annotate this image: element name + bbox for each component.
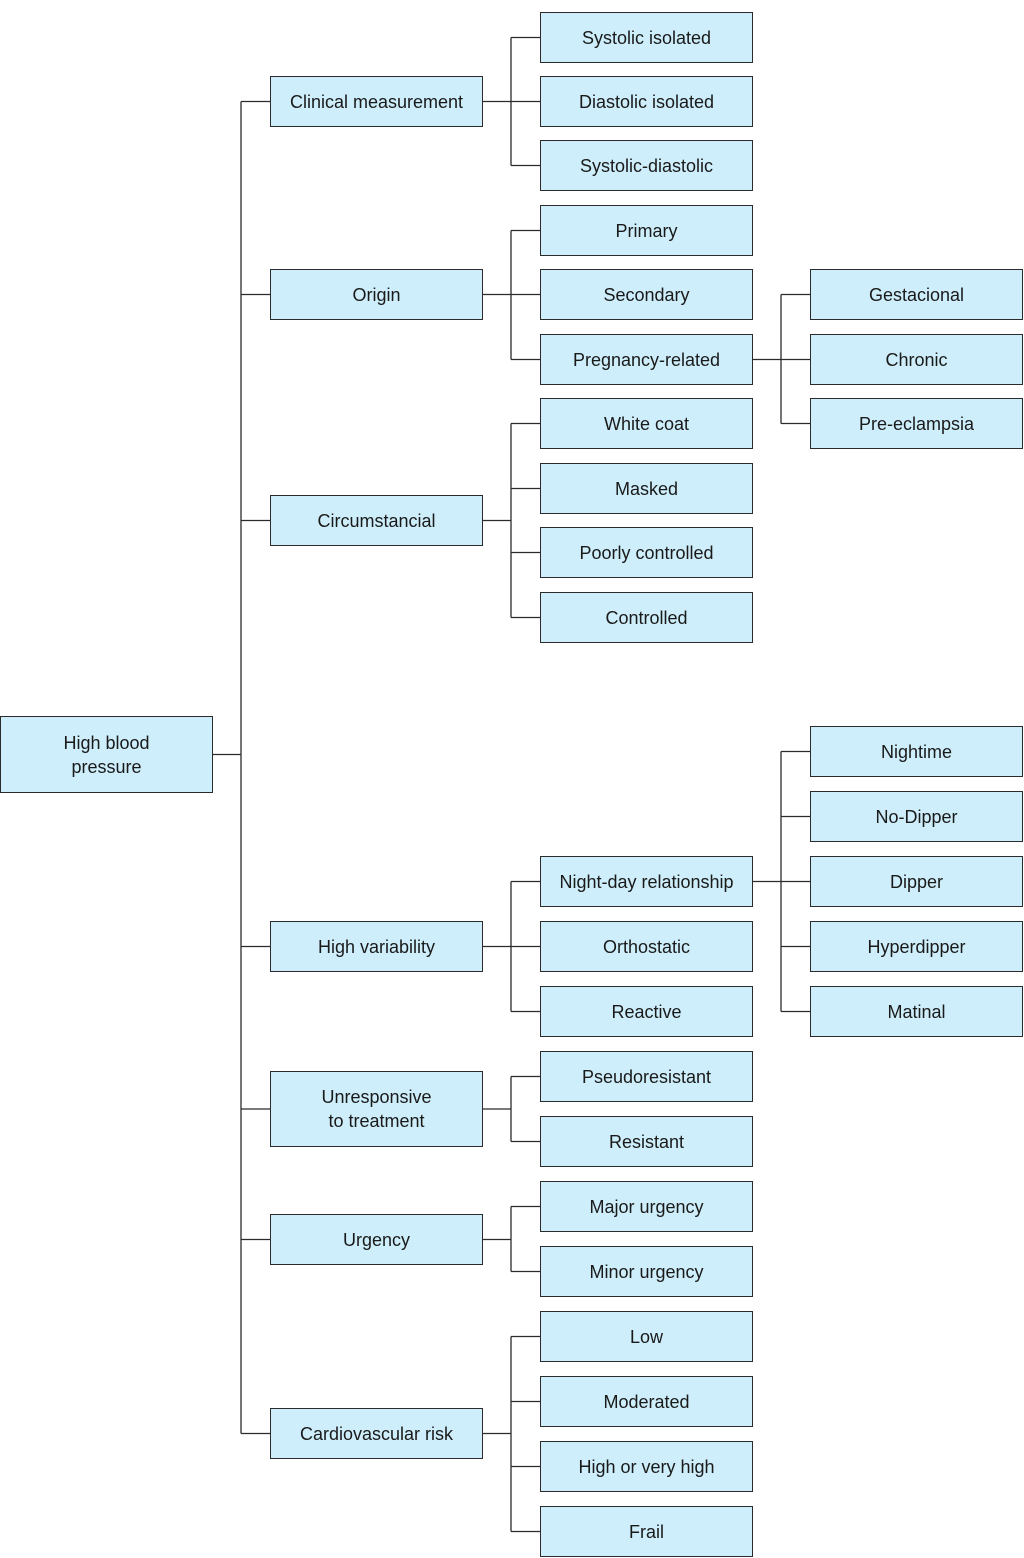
node-high-variability: High variability [270, 921, 483, 972]
node-no-dipper: No-Dipper [810, 791, 1023, 842]
node-pregnancy-related: Pregnancy-related [540, 334, 753, 385]
node-systolic-diastolic: Systolic-diastolic [540, 140, 753, 191]
node-resistant: Resistant [540, 1116, 753, 1167]
node-masked: Masked [540, 463, 753, 514]
node-origin: Origin [270, 269, 483, 320]
node-cardiovascular-risk: Cardiovascular risk [270, 1408, 483, 1459]
node-matinal: Matinal [810, 986, 1023, 1037]
node-white-coat: White coat [540, 398, 753, 449]
node-dipper: Dipper [810, 856, 1023, 907]
node-hyperdipper: Hyperdipper [810, 921, 1023, 972]
node-gestacional: Gestacional [810, 269, 1023, 320]
node-high-or-very-high: High or very high [540, 1441, 753, 1492]
node-pre-eclampsia: Pre-eclampsia [810, 398, 1023, 449]
node-secondary: Secondary [540, 269, 753, 320]
node-systolic-isolated: Systolic isolated [540, 12, 753, 63]
node-controlled: Controlled [540, 592, 753, 643]
node-major-urgency: Major urgency [540, 1181, 753, 1232]
node-high-blood-pressure: High blood pressure [0, 716, 213, 793]
node-minor-urgency: Minor urgency [540, 1246, 753, 1297]
node-frail: Frail [540, 1506, 753, 1557]
node-chronic: Chronic [810, 334, 1023, 385]
node-reactive: Reactive [540, 986, 753, 1037]
node-primary: Primary [540, 205, 753, 256]
node-poorly-controlled: Poorly controlled [540, 527, 753, 578]
node-diastolic-isolated: Diastolic isolated [540, 76, 753, 127]
node-urgency: Urgency [270, 1214, 483, 1265]
node-unresponsive-to-treatment: Unresponsive to treatment [270, 1071, 483, 1147]
node-clinical-measurement: Clinical measurement [270, 76, 483, 127]
node-nightime: Nightime [810, 726, 1023, 777]
node-moderated: Moderated [540, 1376, 753, 1427]
node-circumstancial: Circumstancial [270, 495, 483, 546]
node-night-day-relationship: Night-day relationship [540, 856, 753, 907]
node-orthostatic: Orthostatic [540, 921, 753, 972]
node-pseudoresistant: Pseudoresistant [540, 1051, 753, 1102]
node-low: Low [540, 1311, 753, 1362]
